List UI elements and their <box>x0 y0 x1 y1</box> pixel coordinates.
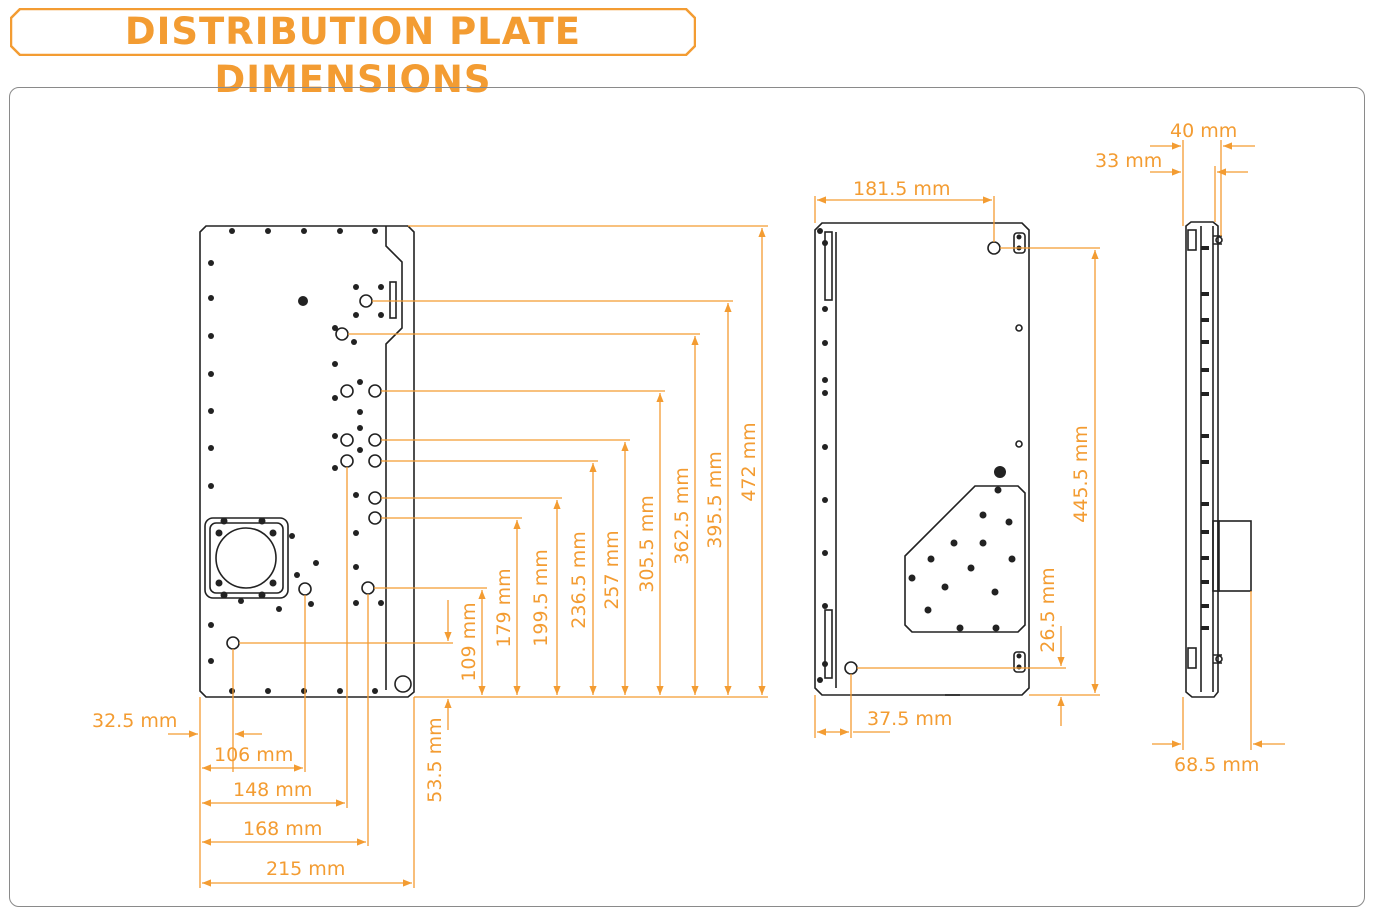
back-dimension-lines <box>814 196 1100 738</box>
front-plate-holes <box>208 228 384 694</box>
dim-26-5: 26.5 mm <box>1037 567 1059 652</box>
dim-168: 168 mm <box>243 818 322 840</box>
back-plate <box>814 222 1030 696</box>
dim-40: 40 mm <box>1170 120 1237 142</box>
dim-305-5: 305.5 mm <box>636 495 658 592</box>
dim-148: 148 mm <box>233 779 312 801</box>
dim-53-5: 53.5 mm <box>424 717 446 802</box>
drawing-frame <box>9 87 1365 907</box>
dim-395-5: 395.5 mm <box>704 451 726 548</box>
page-title: DISTRIBUTION PLATE DIMENSIONS <box>124 10 582 101</box>
side-dimension-lines <box>1150 140 1285 750</box>
front-dimension-lines <box>168 225 768 888</box>
side-dimension-labels: 40 mm 33 mm 68.5 mm <box>1095 120 1259 776</box>
dim-181-5: 181.5 mm <box>853 178 950 200</box>
side-profile-segments <box>1201 246 1209 630</box>
title-badge: DISTRIBUTION PLATE DIMENSIONS <box>10 8 696 101</box>
dim-215: 215 mm <box>266 858 345 880</box>
dim-106: 106 mm <box>214 744 293 766</box>
dim-179: 179 mm <box>493 568 515 647</box>
side-profile <box>1185 221 1252 698</box>
dim-32-5: 32.5 mm <box>92 710 177 732</box>
back-dimension-labels: 181.5 mm 445.5 mm 26.5 mm 37.5 mm <box>853 178 1092 730</box>
dim-362-5: 362.5 mm <box>671 467 693 564</box>
back-plate-holes <box>817 228 1022 683</box>
dim-472: 472 mm <box>738 422 760 501</box>
dim-257: 257 mm <box>601 530 623 609</box>
dim-236-5: 236.5 mm <box>568 531 590 628</box>
front-plate-ports <box>226 294 382 650</box>
front-dimension-labels: 472 mm 395.5 mm 362.5 mm 305.5 mm 257 mm… <box>92 422 760 880</box>
dim-33: 33 mm <box>1095 150 1162 172</box>
dim-199-5: 199.5 mm <box>530 549 552 646</box>
dim-445-5: 445.5 mm <box>1070 425 1092 522</box>
front-plate <box>199 225 415 698</box>
dim-109: 109 mm <box>458 602 480 681</box>
dim-68-5: 68.5 mm <box>1174 754 1259 776</box>
dim-37-5: 37.5 mm <box>867 708 952 730</box>
